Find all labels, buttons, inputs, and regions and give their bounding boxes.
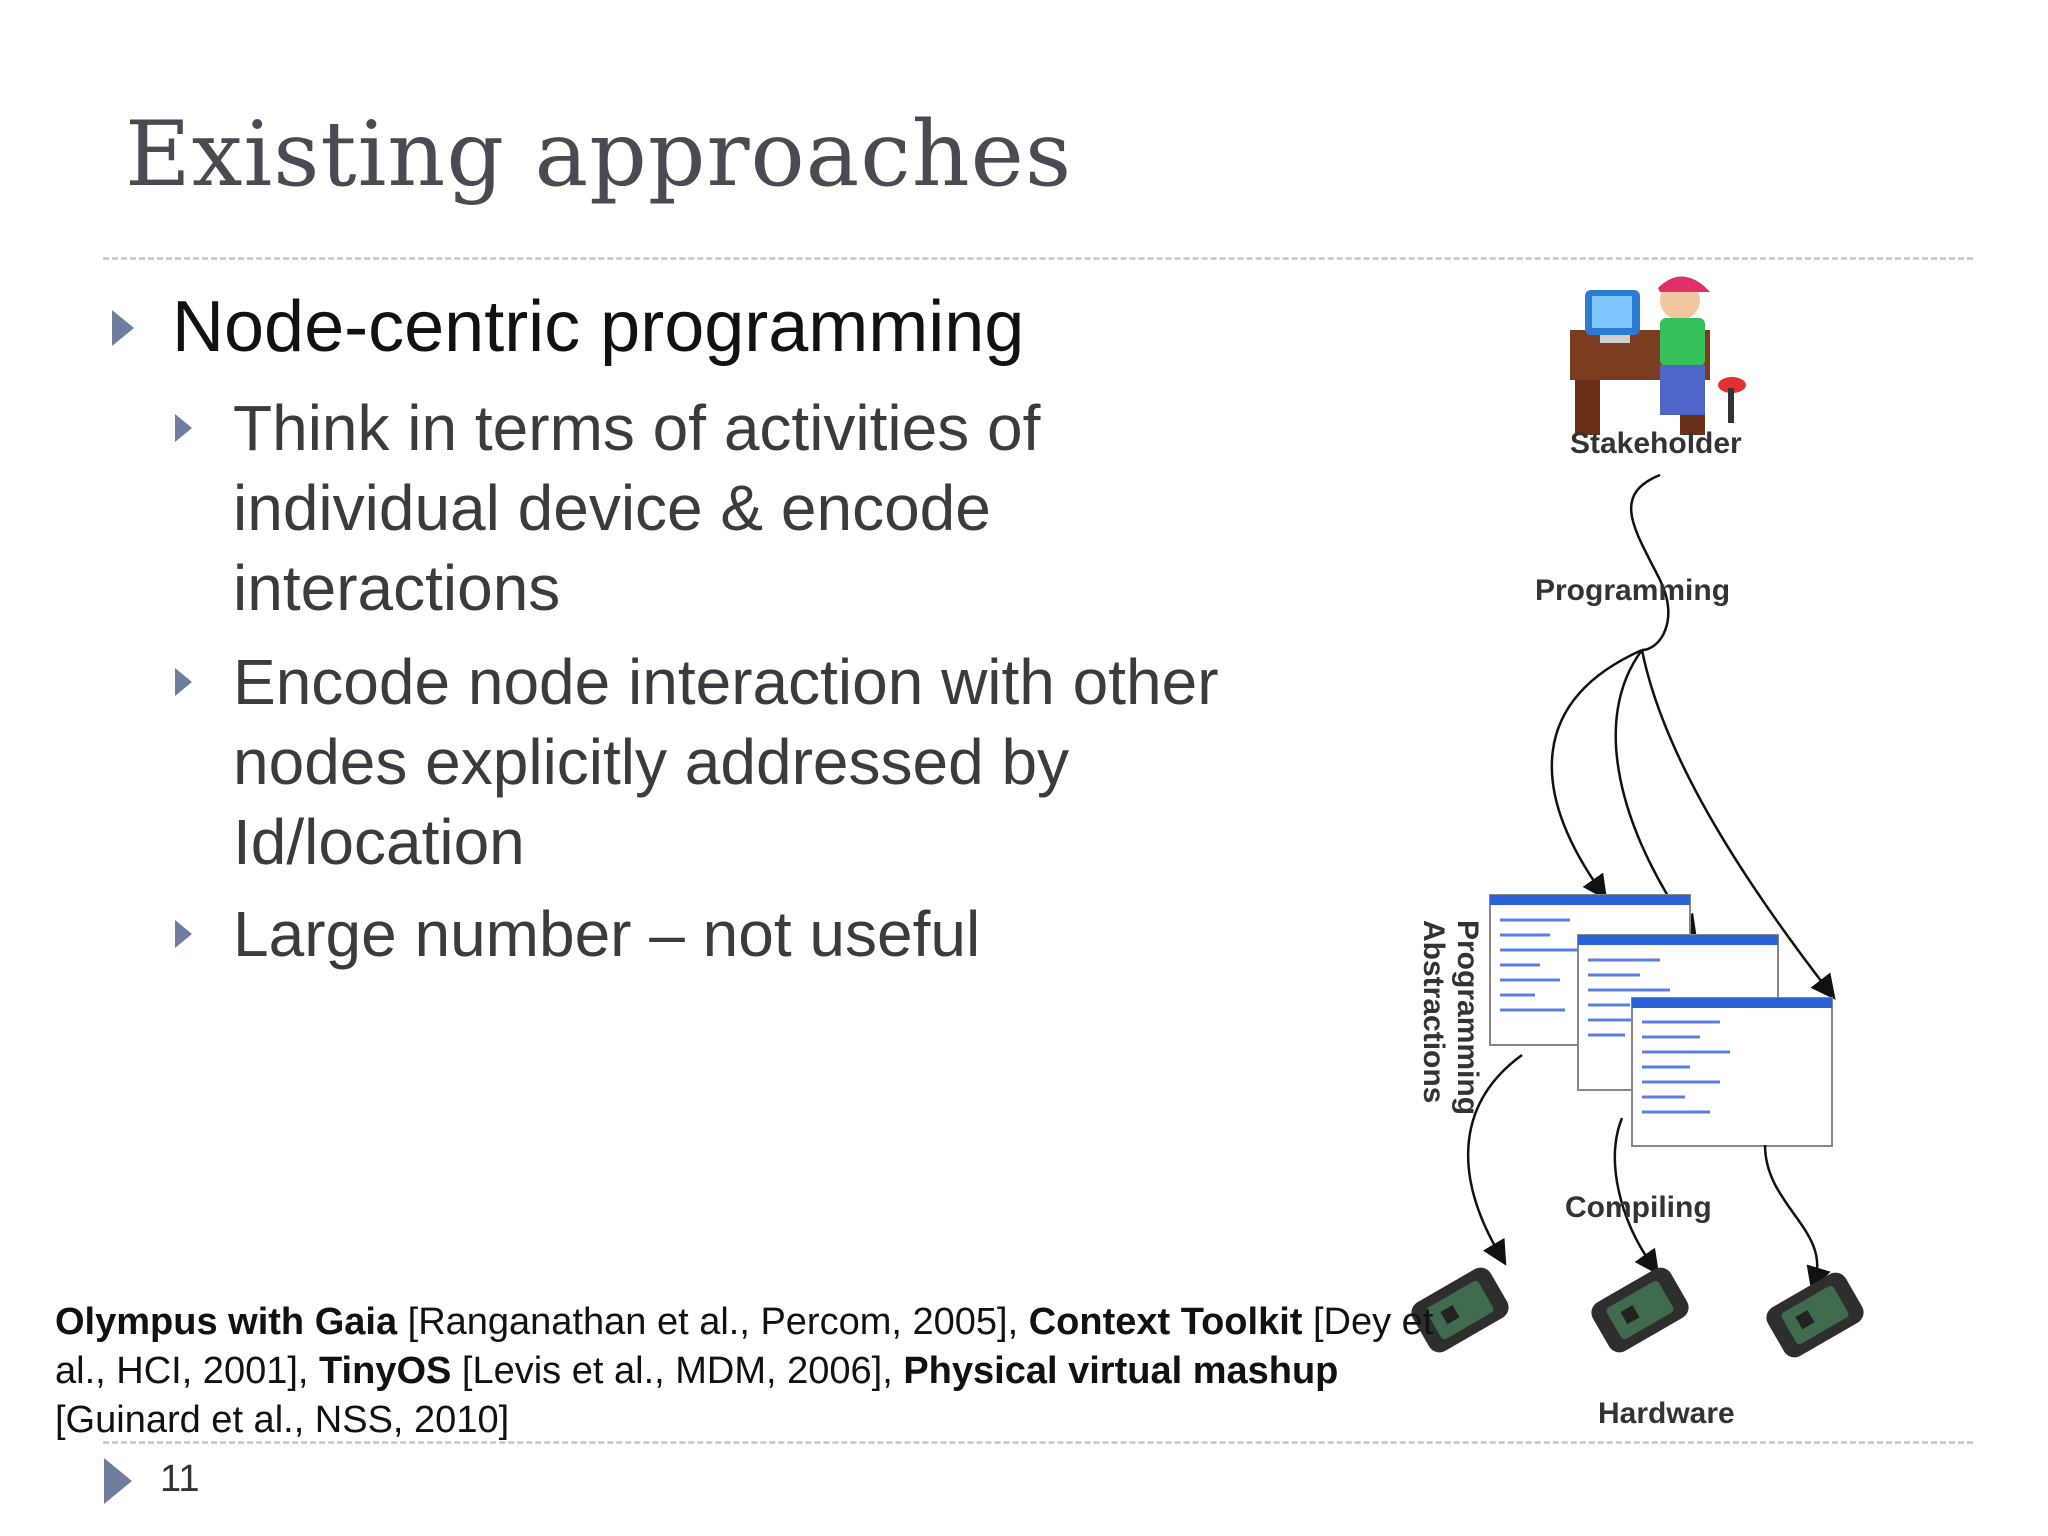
sub-bullet-arrow-icon (175, 920, 192, 948)
title-divider (103, 257, 1973, 260)
programming-diagram: Stakeholder Programming Programming Abst… (1411, 276, 1864, 1430)
sensor-node-icon (1591, 1267, 1689, 1353)
reference-cite: [Ranganathan et al., Percom, 2005], (397, 1301, 1029, 1343)
sensor-node-icon (1766, 1272, 1864, 1358)
stakeholder-label: Stakeholder (1570, 427, 1742, 460)
reference-cite: [Guinard et al., NSS, 2010] (55, 1399, 510, 1441)
sub-bullet-arrow-icon (175, 668, 192, 696)
hardware-label: Hardware (1598, 1397, 1735, 1430)
page-arrow-icon (104, 1458, 132, 1504)
stakeholder-icon (1570, 276, 1746, 435)
abstractions-label-line1: Programming (1451, 920, 1484, 1115)
sub-bullet-3: Large number – not useful (233, 898, 981, 970)
code-window-icon (1631, 997, 1833, 1147)
sub-bullet-1: Think in terms of activities of individu… (233, 392, 1041, 624)
page-number: 11 (160, 1458, 200, 1500)
sub-bullet-2: Encode node interaction with other nodes… (233, 646, 1219, 878)
reference-name: Olympus with Gaia (55, 1301, 398, 1343)
abstractions-label-line2: Abstractions (1417, 920, 1450, 1103)
sensor-node-icon (1411, 1267, 1509, 1353)
reference-name: Context Toolkit (1028, 1301, 1303, 1343)
slide-title: Existing approaches (125, 102, 1073, 207)
main-bullet: Node-centric programming (172, 287, 1025, 367)
compiling-label: Compiling (1565, 1191, 1712, 1224)
reference-cite: [Levis et al., MDM, 2006], (451, 1350, 904, 1392)
reference-cite: [Dey et al., HCI, 2001], (55, 1301, 1434, 1392)
bullet-arrow-icon (112, 310, 134, 346)
footer-divider (103, 1441, 1973, 1444)
sub-bullet-arrow-icon (175, 414, 192, 442)
references: Olympus with Gaia [Ranganathan et al., P… (55, 1298, 1455, 1445)
programming-label: Programming (1535, 574, 1730, 607)
programming-curve (1630, 473, 1670, 652)
reference-name: Physical virtual mashup (903, 1350, 1339, 1392)
reference-name: TinyOS (319, 1350, 452, 1392)
